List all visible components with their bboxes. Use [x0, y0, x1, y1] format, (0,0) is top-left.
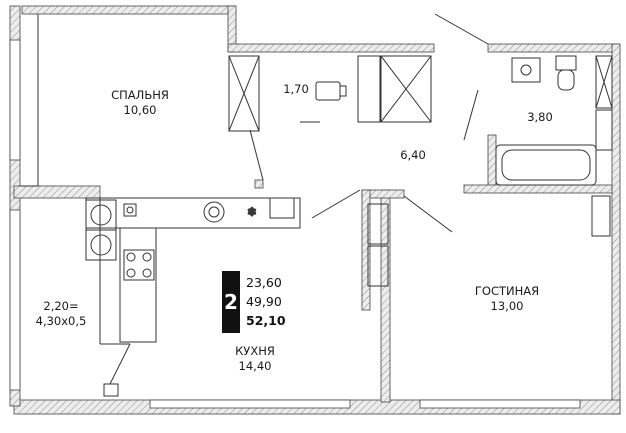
living-name: ГОСТИНАЯ	[474, 284, 540, 298]
closet-area: 1,70	[283, 82, 309, 96]
living-area-value: 23,60	[246, 275, 282, 290]
bedroom-area: 10,60	[123, 103, 157, 117]
closet-wardrobe	[228, 55, 260, 132]
wall-bathroom-left	[487, 134, 497, 192]
bedroom-name: СПАЛЬНЯ	[111, 88, 169, 102]
sink	[511, 57, 541, 83]
wall-kitchen-living	[380, 189, 391, 403]
wall-top-right	[487, 43, 619, 53]
wall-top-closet	[227, 43, 435, 53]
kitchen-label: КУХНЯ 14,40	[220, 344, 290, 374]
window-living	[419, 399, 581, 409]
living-label: ГОСТИНАЯ 13,00	[462, 284, 552, 314]
kitchen-sink	[203, 201, 225, 223]
wall-left	[9, 5, 21, 407]
bathroom-area: 3,80	[527, 110, 553, 124]
balcony-area: 2,20=	[43, 299, 79, 313]
wall-bedroom-bottom	[13, 185, 101, 199]
wall-right	[611, 43, 621, 415]
bathtub	[495, 144, 597, 186]
windows	[9, 39, 581, 409]
hall-label: 6,40	[388, 148, 438, 163]
rooms-count: 2	[222, 271, 240, 333]
hall-area: 6,40	[400, 148, 426, 162]
bathroom-label: 3,80	[520, 110, 560, 125]
apartment-info-badge: 2 23,60 49,90 52,10	[222, 271, 290, 333]
wall-bathroom-bottom	[463, 184, 613, 194]
toilet	[555, 55, 577, 71]
balcony-label: 2,20= 4,30x0,5	[28, 299, 94, 329]
hob	[123, 249, 155, 281]
total-area-value: 52,10	[246, 313, 286, 328]
bedroom-label: СПАЛЬНЯ 10,60	[100, 88, 180, 118]
partitions: ❄	[20, 13, 613, 397]
svg-text:❄: ❄	[247, 205, 257, 219]
window-bedroom	[9, 39, 21, 161]
main-area-value: 49,90	[246, 294, 282, 309]
window-balcony	[9, 209, 21, 391]
walls	[9, 5, 621, 415]
kitchen-counter	[85, 197, 301, 229]
washer	[315, 81, 341, 101]
kitchen-area: 14,40	[238, 359, 272, 373]
balcony-dims: 4,30x0,5	[35, 314, 87, 328]
living-area: 13,00	[490, 299, 524, 313]
window-kitchen	[149, 399, 351, 409]
wall-partition-left	[361, 189, 371, 311]
closet-label: 1,70	[276, 82, 316, 97]
wall-top-bedroom	[21, 5, 235, 15]
kitchen-name: КУХНЯ	[235, 344, 275, 358]
wall-hall-stub	[254, 179, 264, 189]
appliance-bottom	[85, 229, 117, 261]
